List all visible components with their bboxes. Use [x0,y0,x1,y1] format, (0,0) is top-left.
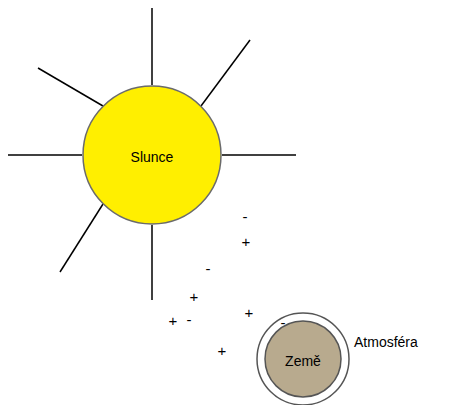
region-label: Atmosféra [354,334,418,350]
charge-sign: - [206,261,211,276]
charge-sign: - [187,312,192,327]
node-label: Země [285,353,321,369]
charge-sign: + [245,305,254,320]
ray-lines [8,8,296,300]
earth-circle: Země [264,320,342,398]
charge-sign: + [218,343,227,358]
charge-sign: - [243,209,248,224]
charge-sign: + [242,234,251,249]
charge-sign: + [190,289,199,304]
node-label: Slunce [131,149,174,165]
charge-sign: - [281,315,286,330]
charge-sign: + [169,313,178,328]
sun-circle: Slunce [82,85,222,225]
atmosphere-ring: AtmosféraZemě [256,312,350,405]
